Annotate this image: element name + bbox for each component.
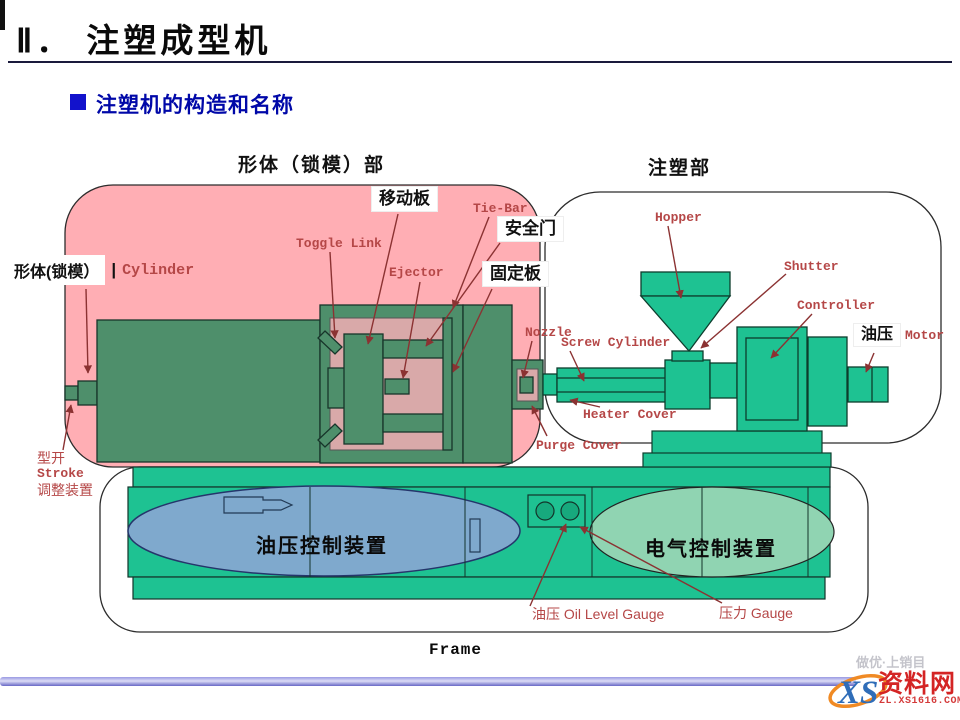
label-electric-control-unit: 电气控制装置: [645, 538, 777, 561]
leader-screw-cylinder: [569, 350, 585, 382]
leader-lines: [62, 213, 875, 607]
label-stroke-line2: Stroke: [37, 466, 84, 481]
leader-oil-level-gauge: [529, 523, 567, 607]
leader-ejector: [400, 281, 421, 379]
leader-hopper: [667, 225, 684, 299]
label-controller: Controller: [797, 298, 876, 313]
base-top-band: [132, 466, 831, 488]
mold-right-plate: [442, 317, 453, 451]
leader-nozzle: [520, 340, 533, 379]
pressure-gauge-dial: [560, 501, 580, 521]
label-ejector: Ejector: [389, 265, 444, 280]
label-hopper: Hopper: [655, 210, 702, 225]
controller-inner-frame: [745, 337, 799, 421]
leader-moving-platen: [365, 213, 399, 345]
title-underline: [8, 61, 952, 63]
stroke-adjuster-tip: [64, 385, 79, 401]
bullet-square-icon: [70, 94, 86, 110]
clamping-unit-shapes: [64, 304, 544, 464]
leader-pressure-gauge: [579, 526, 723, 604]
watermark-logo: XS: [828, 673, 888, 711]
controller-shape: [736, 326, 808, 432]
logo-xs-text: XS: [837, 675, 878, 711]
watermark-slogan: 做优·上销目: [856, 655, 926, 670]
label-hydraulic: 油压: [854, 324, 901, 347]
header-clamping-unit: 形体（锁模）部: [238, 155, 386, 176]
label-tie-bar: Tie-Bar: [473, 201, 528, 216]
label-frame: Frame: [429, 641, 483, 659]
label-clamp-cylinder: 形体(锁模） | Cylinder: [8, 255, 194, 285]
hydraulic-cylinder-glyph: [223, 496, 294, 514]
mold-bottom-bar: [382, 413, 450, 433]
nozzle-tip: [519, 376, 534, 394]
moving-platen-shape: [343, 333, 384, 445]
watermark-site-name: 资料网: [878, 670, 957, 698]
label-heater-cover: Heater Cover: [583, 407, 677, 422]
leader-shutter: [700, 273, 787, 349]
leader-fixed-platen: [452, 288, 493, 373]
motor-shape: [847, 366, 889, 403]
screw-cylinder-shape: [556, 367, 669, 403]
label-stroke-line3: 调整装置: [37, 482, 93, 498]
hopper-neck: [671, 350, 704, 362]
leader-toggle-link: [329, 251, 339, 339]
page-title: Ⅱ． 注塑成型机: [16, 22, 272, 59]
label-oil-level-gauge: 油压 Oil Level Gauge: [532, 606, 665, 622]
hopper-rim: [640, 271, 731, 297]
leader-motor: [865, 352, 875, 373]
leader-clamp-cylinder: [83, 288, 93, 374]
toggle-link-upper: [317, 330, 343, 355]
slide-edge-mark: [0, 0, 5, 30]
toggle-link-lower: [317, 423, 343, 448]
injection-unit-shapes: [542, 271, 889, 432]
header-injection-unit: 注塑部: [648, 158, 712, 179]
logo-swoosh-icon: [828, 673, 888, 709]
clamp-cylinder-body: [96, 319, 321, 463]
hopper-funnel: [639, 295, 732, 353]
pump-block: [807, 336, 848, 427]
stroke-adjuster: [77, 380, 98, 406]
leader-tie-bar: [451, 216, 490, 309]
leader-purge-cover: [531, 405, 548, 437]
label-pressure-gauge: 压力 Gauge: [719, 605, 793, 621]
label-motor: Motor: [905, 328, 945, 343]
label-clamp-cylinder-separator: |: [111, 260, 117, 279]
leader-stroke-adjuster: [62, 404, 74, 451]
leader-safety-door: [425, 242, 501, 347]
oil-level-gauge-dial: [535, 501, 555, 521]
label-shutter: Shutter: [784, 259, 839, 274]
mold-top-bar: [382, 339, 450, 359]
label-clamp-cylinder-cn: 形体(锁模）: [8, 255, 106, 285]
label-nozzle: Nozzle: [525, 325, 572, 340]
label-toggle-link: Toggle Link: [296, 236, 382, 251]
leader-heater-cover: [569, 397, 601, 408]
label-hydraulic-control-unit: 油压控制装置: [256, 535, 388, 558]
ejector-shape: [384, 378, 410, 395]
label-clamp-cylinder-en: Cylinder: [122, 261, 195, 279]
hydraulic-control-ellipse: [127, 485, 521, 577]
leader-controller: [770, 313, 813, 359]
footer-bar: [0, 677, 856, 686]
base-bottom-band: [132, 576, 826, 600]
base-dividers: [309, 487, 809, 577]
label-stroke-adjuster: 型开 Stroke 调整装置: [37, 450, 93, 498]
section-heading: 注塑机的构造和名称: [96, 94, 294, 117]
nozzle-shaft: [542, 373, 558, 396]
feed-housing: [664, 359, 711, 410]
valve-glyph: [469, 518, 481, 553]
label-stroke-line1: 型开: [37, 450, 65, 466]
label-moving-platen: 移动板: [372, 187, 437, 211]
injection-pedestal-foot: [642, 452, 832, 468]
label-purge-cover: Purge Cover: [536, 438, 622, 453]
label-screw-cylinder: Screw Cylinder: [561, 335, 671, 350]
fixed-platen-shape: [462, 304, 513, 464]
label-fixed-platen: 固定板: [483, 262, 548, 286]
drive-connector: [709, 362, 738, 399]
watermark-url: ZL.XS1616.COM: [879, 696, 960, 707]
label-safety-door: 安全门: [498, 217, 563, 241]
